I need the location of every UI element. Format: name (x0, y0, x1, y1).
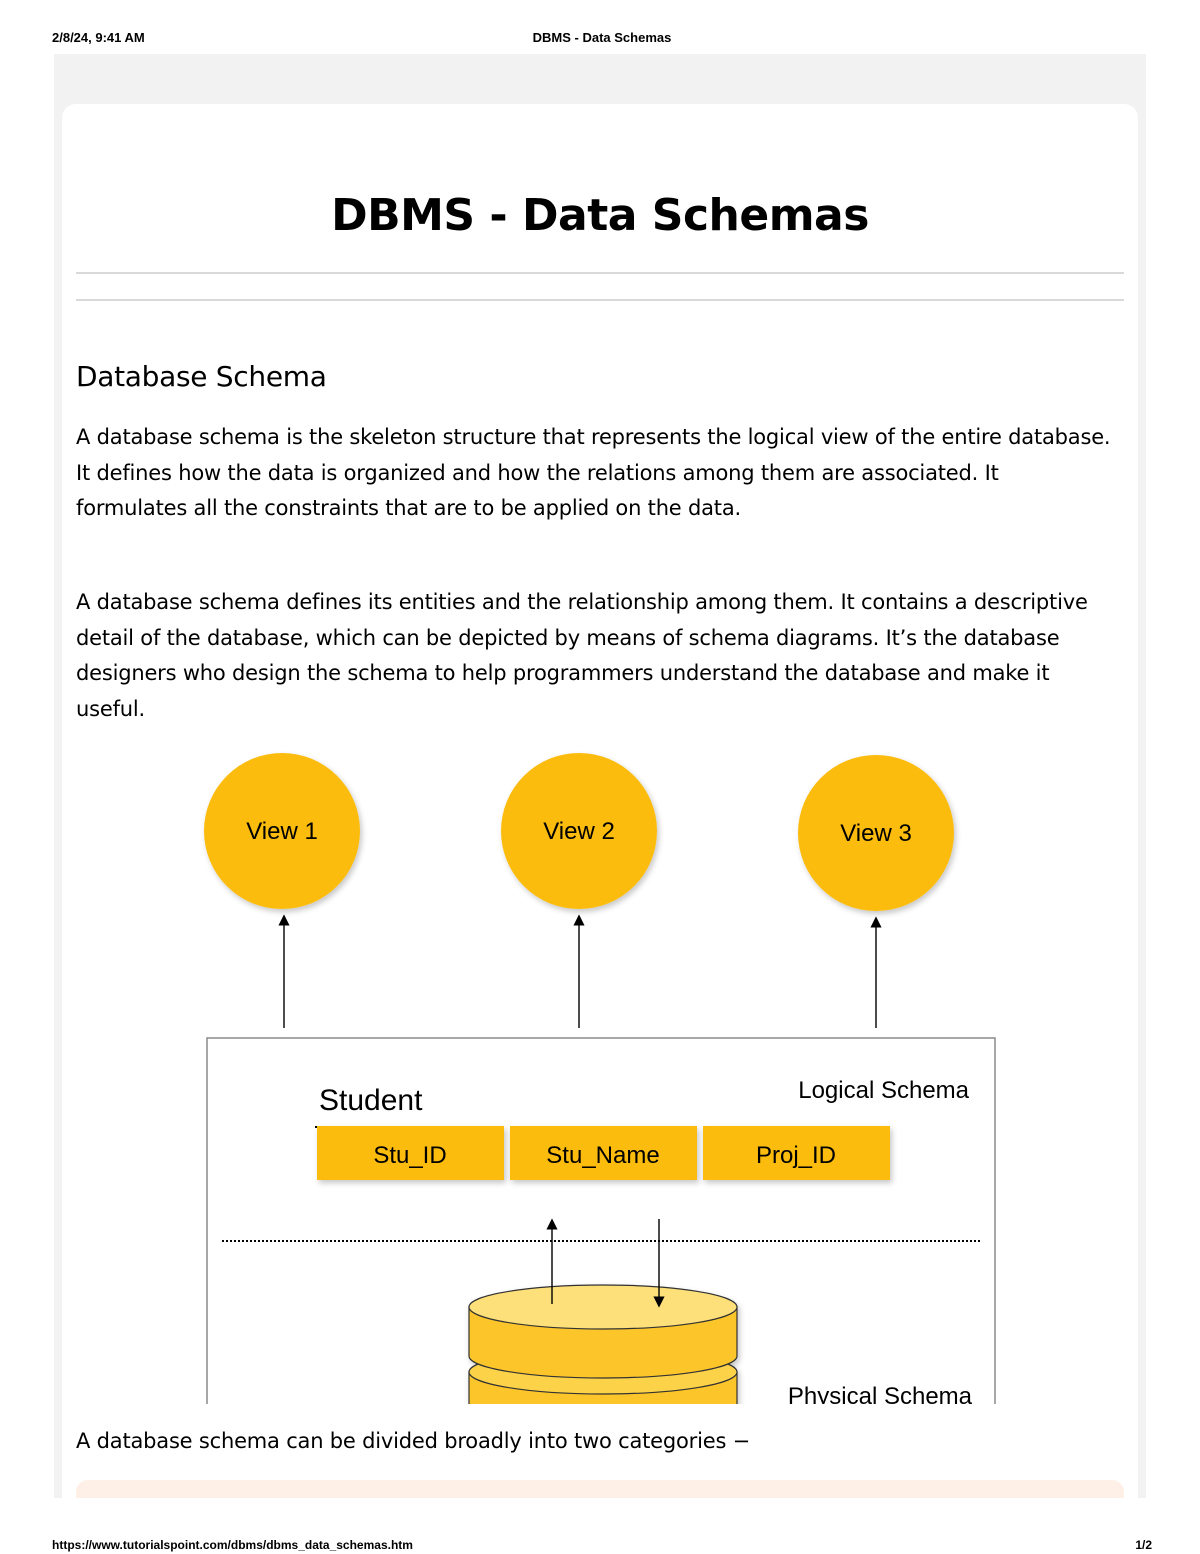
print-title: DBMS - Data Schemas (532, 30, 672, 45)
view-2: View 2 (501, 753, 657, 909)
page-title: DBMS - Data Schemas (331, 190, 869, 241)
article-card: DBMS - Data Schemas Database Schema A da… (62, 104, 1138, 1498)
note-box (76, 1480, 1124, 1498)
database-icon (468, 1284, 738, 1404)
paragraph: A database schema is the skeleton struct… (76, 425, 1111, 520)
schema-diagram-svg: View 1 View 2 View 3 Student (204, 753, 996, 1404)
divider (76, 272, 1124, 274)
view-3-label: View 3 (840, 820, 912, 847)
section-heading: Database Schema (76, 360, 327, 393)
field-label: Stu_Name (546, 1142, 659, 1169)
print-header: 2/8/24, 9:41 AM DBMS - Data Schemas (52, 30, 1152, 50)
paragraph: A database schema can be divided broadly… (76, 1429, 751, 1453)
field-label: Proj_ID (756, 1142, 836, 1169)
entity-name: Student (319, 1084, 423, 1117)
print-url: https://www.tutorialspoint.com/dbms/dbms… (52, 1538, 413, 1552)
field-stu-id: Stu_ID (317, 1126, 504, 1180)
view-1: View 1 (204, 753, 360, 909)
physical-schema-label: Physical Schema (788, 1383, 973, 1404)
divider (76, 299, 1124, 301)
view-2-label: View 2 (543, 818, 615, 845)
print-page-number: 1/2 (1135, 1538, 1152, 1552)
schema-diagram: View 1 View 2 View 3 Student (182, 744, 1012, 1404)
page-viewport[interactable]: DBMS - Data Schemas Database Schema A da… (54, 54, 1146, 1498)
paragraph: A database schema defines its entities a… (76, 590, 1088, 721)
print-datetime: 2/8/24, 9:41 AM (52, 30, 145, 45)
print-footer: https://www.tutorialspoint.com/dbms/dbms… (52, 1538, 1152, 1554)
view-3: View 3 (798, 755, 954, 911)
field-proj-id: Proj_ID (703, 1126, 890, 1180)
field-label: Stu_ID (373, 1142, 446, 1169)
field-stu-name: Stu_Name (510, 1126, 697, 1180)
view-1-label: View 1 (246, 818, 318, 845)
logical-schema-label: Logical Schema (798, 1077, 969, 1104)
